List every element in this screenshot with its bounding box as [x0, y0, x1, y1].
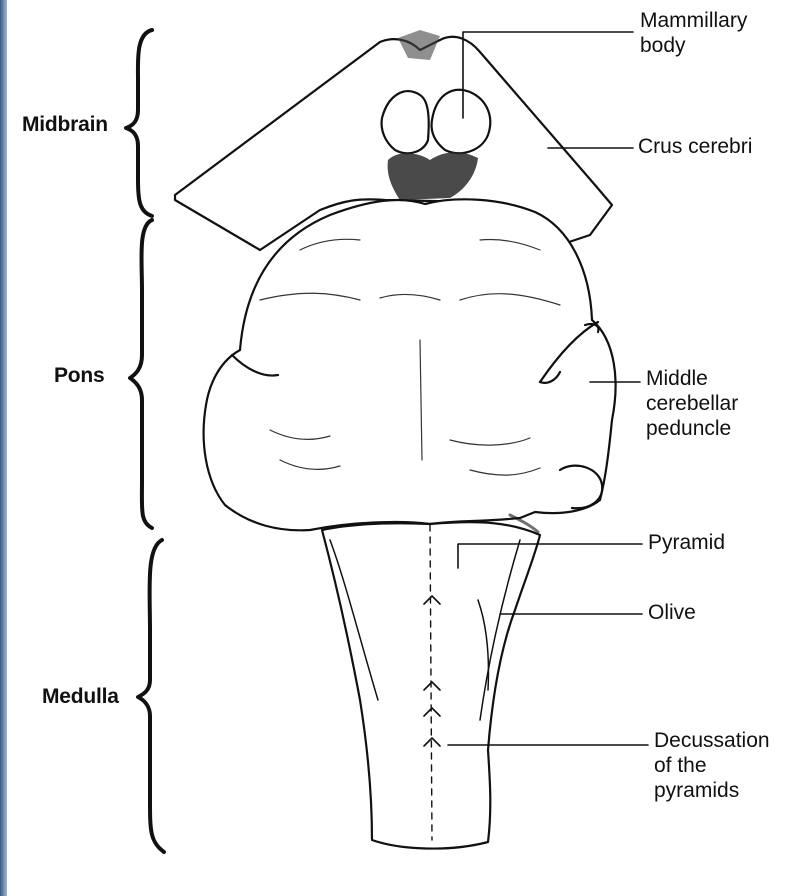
midbrain-brace [126, 30, 152, 216]
label-decussation-of-pyramids: Decussation of the pyramids [654, 728, 770, 803]
label-mammillary-body: Mammillary body [640, 8, 747, 58]
label-crus-cerebri: Crus cerebri [638, 134, 752, 159]
region-label-midbrain: Midbrain [22, 113, 108, 137]
pons-brace [130, 220, 152, 528]
label-olive: Olive [648, 600, 696, 625]
label-middle-cerebellar-peduncle: Middle cerebellar peduncle [646, 366, 738, 441]
region-label-medulla: Medulla [42, 685, 119, 709]
label-pyramid: Pyramid [648, 530, 725, 555]
region-label-pons: Pons [54, 364, 105, 388]
medulla-brace [138, 540, 164, 852]
